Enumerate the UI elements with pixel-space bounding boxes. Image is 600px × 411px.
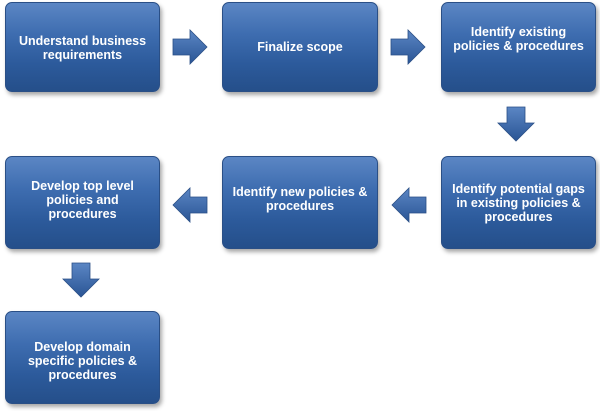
- arrow-right-icon: [390, 29, 426, 65]
- step-box-develop-top-level-policies: Develop top level policies and procedure…: [5, 156, 160, 249]
- step-box-develop-domain-specific-policies: Develop domain specific policies & proce…: [5, 311, 160, 404]
- step-box-finalize-scope: Finalize scope: [222, 2, 378, 92]
- arrow-left-icon: [391, 187, 427, 223]
- step-box-identify-potential-gaps: Identify potential gaps in existing poli…: [441, 156, 596, 249]
- step-label: Identify new policies & procedures: [232, 185, 368, 213]
- step-label: Develop domain specific policies & proce…: [27, 340, 138, 382]
- step-label: Identify potential gaps in existing poli…: [452, 181, 585, 224]
- step-box-identify-new-policies: Identify new policies & procedures: [222, 156, 378, 249]
- arrow-down-icon: [497, 106, 535, 142]
- step-box-understand-business-requirements: Understand business requirements: [5, 2, 160, 92]
- step-label: Identify existing policies & procedures: [453, 25, 584, 53]
- arrow-left-icon: [172, 187, 208, 223]
- arrow-down-icon: [62, 262, 100, 298]
- arrow-right-icon: [172, 29, 208, 65]
- step-box-identify-existing-policies: Identify existing policies & procedures: [441, 2, 596, 92]
- step-label: Finalize scope: [257, 40, 343, 54]
- step-label: Develop top level policies and procedure…: [31, 179, 134, 221]
- step-label: Understand business requirements: [18, 34, 147, 62]
